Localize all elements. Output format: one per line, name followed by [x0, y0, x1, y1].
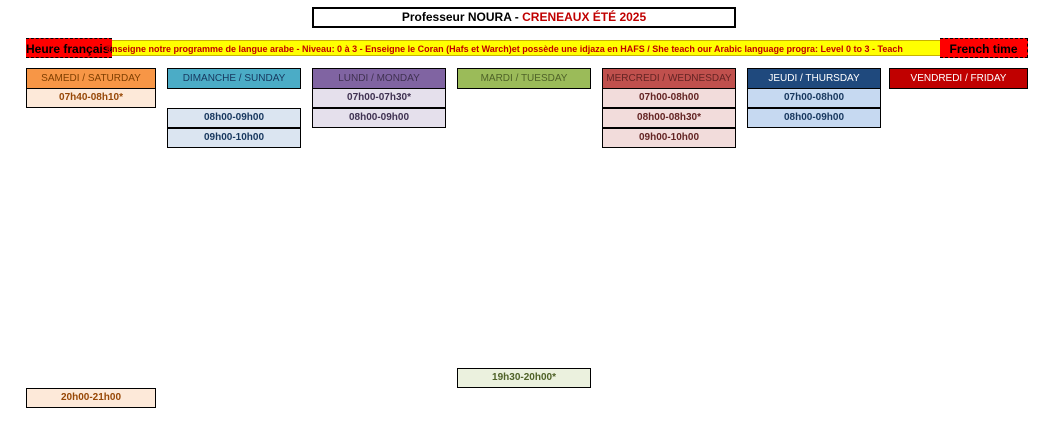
banner-local-time-label: Heure française: [26, 38, 116, 58]
time-slot[interactable]: 07h00-08h00: [602, 88, 736, 108]
time-slot[interactable]: 09h00-10h00: [602, 128, 736, 148]
time-slot[interactable]: 20h00-21h00: [26, 388, 156, 408]
time-slot[interactable]: 19h30-20h00*: [457, 368, 591, 388]
day-header-4: MERCREDI / WEDNESDAY: [602, 68, 736, 89]
page-title: Professeur NOURA - CRENEAUX ÉTÉ 2025: [312, 7, 736, 28]
day-header-6: VENDREDI / FRIDAY: [889, 68, 1028, 89]
time-slot[interactable]: 08h00-09h00: [312, 108, 446, 128]
banner-description: Enseigne notre programme de langue arabe…: [106, 40, 940, 56]
time-slot[interactable]: 07h00-08h00: [747, 88, 881, 108]
time-slot[interactable]: 08h00-09h00: [167, 108, 301, 128]
time-slot[interactable]: 08h00-09h00: [747, 108, 881, 128]
teacher-name: Professeur NOURA: [401, 10, 512, 24]
time-slot[interactable]: 08h00-08h30*: [602, 108, 736, 128]
banner-description-text: Enseigne notre programme de langue arabe…: [106, 44, 903, 54]
time-slot[interactable]: 07h40-08h10*: [26, 88, 156, 108]
session-name: CRENEAUX ÉTÉ 2025: [522, 10, 647, 24]
banner-french-time-label: French time: [940, 38, 1028, 58]
time-slot[interactable]: 07h00-07h30*: [312, 88, 446, 108]
title-separator: -: [511, 10, 523, 24]
day-header-3: MARDI / TUESDAY: [457, 68, 591, 89]
day-header-5: JEUDI / THURSDAY: [747, 68, 881, 89]
time-slot[interactable]: 09h00-10h00: [167, 128, 301, 148]
day-header-1: DIMANCHE / SUNDAY: [167, 68, 301, 89]
day-header-2: LUNDI / MONDAY: [312, 68, 446, 89]
day-header-0: SAMEDI / SATURDAY: [26, 68, 156, 89]
